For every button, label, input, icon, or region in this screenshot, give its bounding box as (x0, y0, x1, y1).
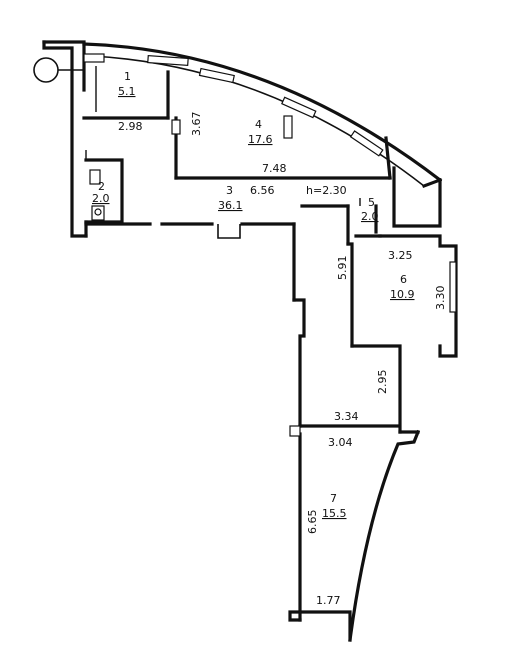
dim-3-34: 3.34 (334, 410, 359, 423)
windows (83, 53, 457, 437)
toilet-icon (91, 205, 105, 221)
fixtures (33, 57, 361, 330)
outer-walls (42, 40, 458, 642)
dim-2-95: 2.95 (376, 370, 389, 395)
inner-walls (82, 70, 400, 428)
dim-3-67: 3.67 (190, 112, 203, 137)
room-2-area: 2.0 (92, 192, 110, 205)
room-3-number: 3 (226, 184, 233, 197)
radiator-icon (283, 115, 293, 139)
dim-6-65: 6.65 (306, 510, 319, 535)
room-7-number: 7 (330, 492, 337, 505)
room-labels: 1 5.1 2 2.0 3 36.1 4 17.6 5 2.0 6 10.9 7… (92, 70, 415, 520)
dim-2-98: 2.98 (118, 120, 143, 133)
room-1-area: 5.1 (118, 85, 136, 98)
dim-5-91: 5.91 (336, 256, 349, 281)
sink-icon (89, 169, 101, 185)
room-7-area: 15.5 (322, 507, 347, 520)
room-4-area: 17.6 (248, 133, 273, 146)
room-2-number: 2 (98, 180, 105, 193)
room-6-number: 6 (400, 273, 407, 286)
dim-6-56: 6.56 (250, 184, 275, 197)
ceiling-height: h=2.30 (306, 184, 347, 197)
door-mark (171, 119, 181, 135)
room-3-area: 36.1 (218, 199, 243, 212)
room-1-number: 1 (124, 70, 131, 83)
dim-3-30: 3.30 (434, 286, 447, 311)
room-4-number: 4 (255, 118, 262, 131)
dim-1-77: 1.77 (316, 594, 341, 607)
dim-3-25: 3.25 (388, 249, 413, 262)
room-6-area: 10.9 (390, 288, 415, 301)
column-icon (33, 57, 59, 83)
dimension-labels: 2.98 3.67 7.48 6.56 h=2.30 5.91 3.25 3.3… (118, 112, 447, 608)
dim-7-48: 7.48 (262, 162, 287, 175)
dim-3-04: 3.04 (328, 436, 353, 449)
room-5-area: 2.0 (361, 210, 379, 223)
room-5-number: 5 (368, 196, 375, 209)
